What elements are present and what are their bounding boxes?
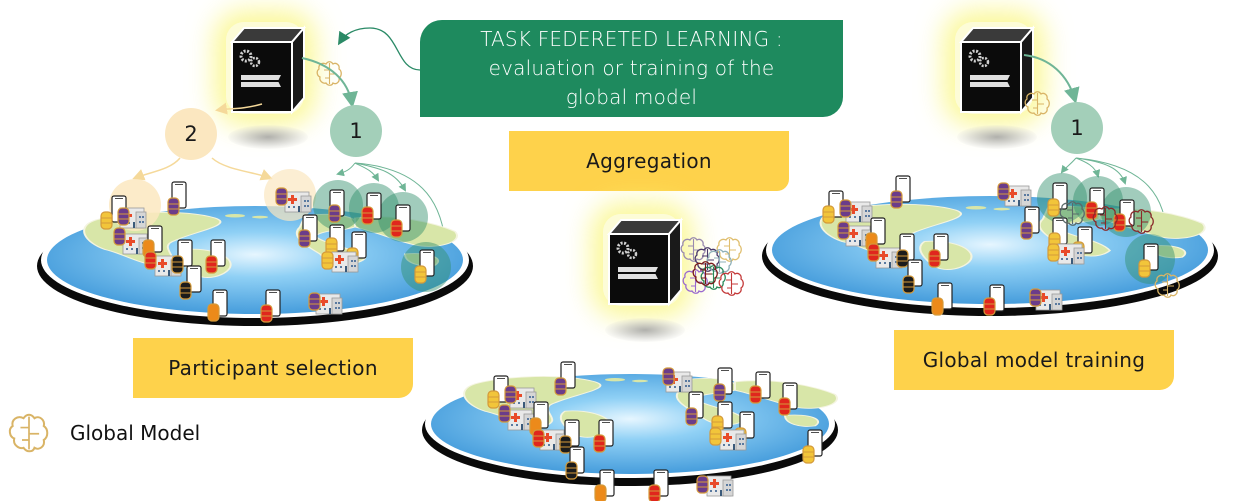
legend-label: Global Model: [70, 421, 201, 445]
task-title-box: TASK FEDERETED LEARNING : evaluation or …: [420, 20, 843, 117]
server-shadow: [957, 125, 1037, 149]
step-1-circle-right: 1: [1051, 102, 1103, 154]
stage-label-participant-selection: Participant selection: [133, 338, 413, 398]
step-1-label-left: 1: [349, 119, 363, 143]
aggregation-text: Aggregation: [586, 149, 712, 173]
task-arrow: [337, 27, 421, 71]
participant-selection-text: Participant selection: [168, 356, 378, 380]
step-1-circle-left: 1: [330, 105, 382, 157]
server-shadow: [228, 125, 308, 149]
task-title-line2: evaluation or training of the: [488, 56, 775, 80]
step-2-circle: 2: [165, 108, 217, 160]
brain-icon: [8, 413, 49, 453]
server-shadow: [605, 318, 685, 342]
task-title-line1: TASK FEDERETED LEARNING :: [480, 27, 783, 51]
stage-label-global-model-training: Global model training: [894, 330, 1174, 390]
stage-label-aggregation: Aggregation: [509, 131, 789, 191]
step-2-label: 2: [184, 122, 198, 146]
step-1-label-right: 1: [1070, 116, 1084, 140]
legend: Global Model: [8, 412, 200, 454]
global-model-training-text: Global model training: [922, 348, 1146, 372]
task-title-line3: global model: [565, 85, 698, 109]
